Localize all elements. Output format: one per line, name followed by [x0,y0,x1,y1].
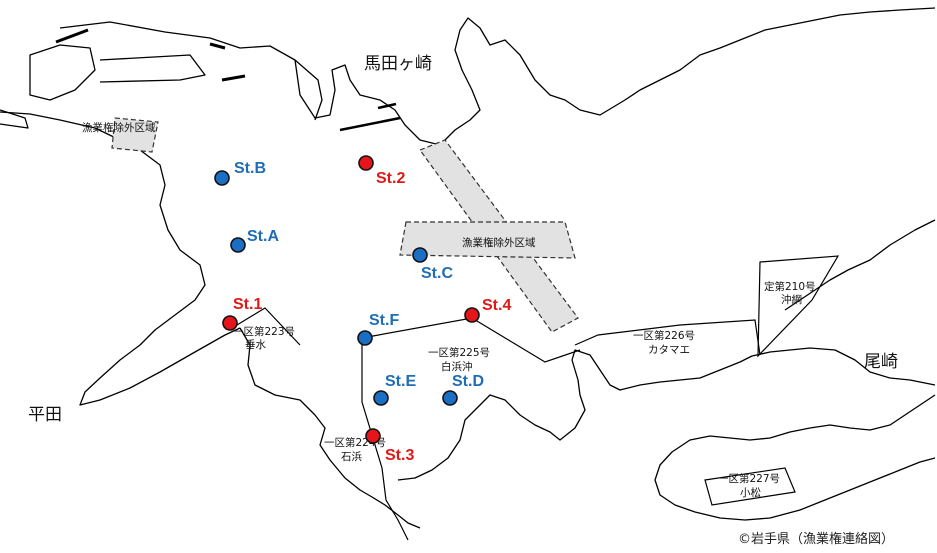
place-name-ozaki: 尾崎 [864,352,898,372]
place-name-madagasaki: 馬田ヶ崎 [364,54,432,74]
svg-text:一区第223号: 一区第223号 [233,325,295,338]
exclusion-area-center-box [399,221,576,259]
place-name-hirata: 平田 [28,405,62,425]
station-e-label: St.E [385,373,416,390]
station-2-label: St.2 [376,170,405,187]
exclusion-west-label: 漁業権除外区域 [82,121,156,134]
station-e-marker [373,390,389,406]
svg-text:白浜沖: 白浜沖 [441,360,473,373]
station-2: St.2 [358,155,405,187]
svg-text:定第210号: 定第210号 [764,280,816,293]
station-3: St.3 [365,428,414,464]
station-4: St.4 [464,297,511,323]
svg-text:沖網: 沖網 [781,293,802,306]
coastline-south [239,327,936,529]
coastline-east [654,219,936,521]
zone-210-label: 定第210号 沖網 [764,280,816,306]
station-e: St.E [373,373,416,406]
exclusion-center-label: 漁業権除外区域 [462,236,536,249]
station-b-label: St.B [234,160,266,177]
station-1-label: St.1 [233,296,262,313]
coastline-west [0,21,323,406]
station-a: St.A [230,228,279,253]
station-a-marker [230,237,246,253]
station-3-marker [365,428,381,444]
svg-text:一区第227号: 一区第227号 [718,472,780,485]
zone-225-label: 一区第225号 白浜沖 [428,346,490,373]
svg-text:石浜: 石浜 [341,451,362,463]
station-3-label: St.3 [385,447,414,464]
station-a-label: St.A [247,228,279,245]
station-f: St.F [357,312,399,346]
station-f-marker [357,330,373,346]
svg-text:一区第225号: 一区第225号 [428,346,490,359]
zone-223-label: 一区第223号 垂水 [233,325,295,351]
credit-text: ©岩手県（漁業権連絡図） [738,531,894,547]
zone-227-label: 一区第227号 小松 [718,472,780,499]
svg-text:小松: 小松 [740,486,761,499]
exclusion-area-west [111,117,159,153]
svg-text:垂水: 垂水 [245,339,266,351]
svg-text:一区第226号: 一区第226号 [633,329,695,342]
zone-226-label: 一区第226号 カタマエ [633,329,695,356]
station-c: St.C [412,247,453,282]
station-d-label: St.D [452,373,484,390]
station-4-label: St.4 [482,297,511,314]
zone-boundaries [231,255,840,541]
svg-text:カタマエ: カタマエ [648,344,690,356]
station-b-marker [214,170,230,186]
station-d-marker [442,390,458,406]
station-1: St.1 [222,296,262,331]
station-d: St.D [442,373,484,406]
coastline-north [294,7,936,146]
port-structures [0,28,401,132]
station-c-label: St.C [421,265,453,282]
station-f-label: St.F [369,312,399,329]
station-2-marker [358,155,374,171]
station-1-marker [222,315,238,331]
station-b: St.B [214,160,266,186]
station-4-marker [464,307,480,323]
station-c-marker [412,247,428,263]
